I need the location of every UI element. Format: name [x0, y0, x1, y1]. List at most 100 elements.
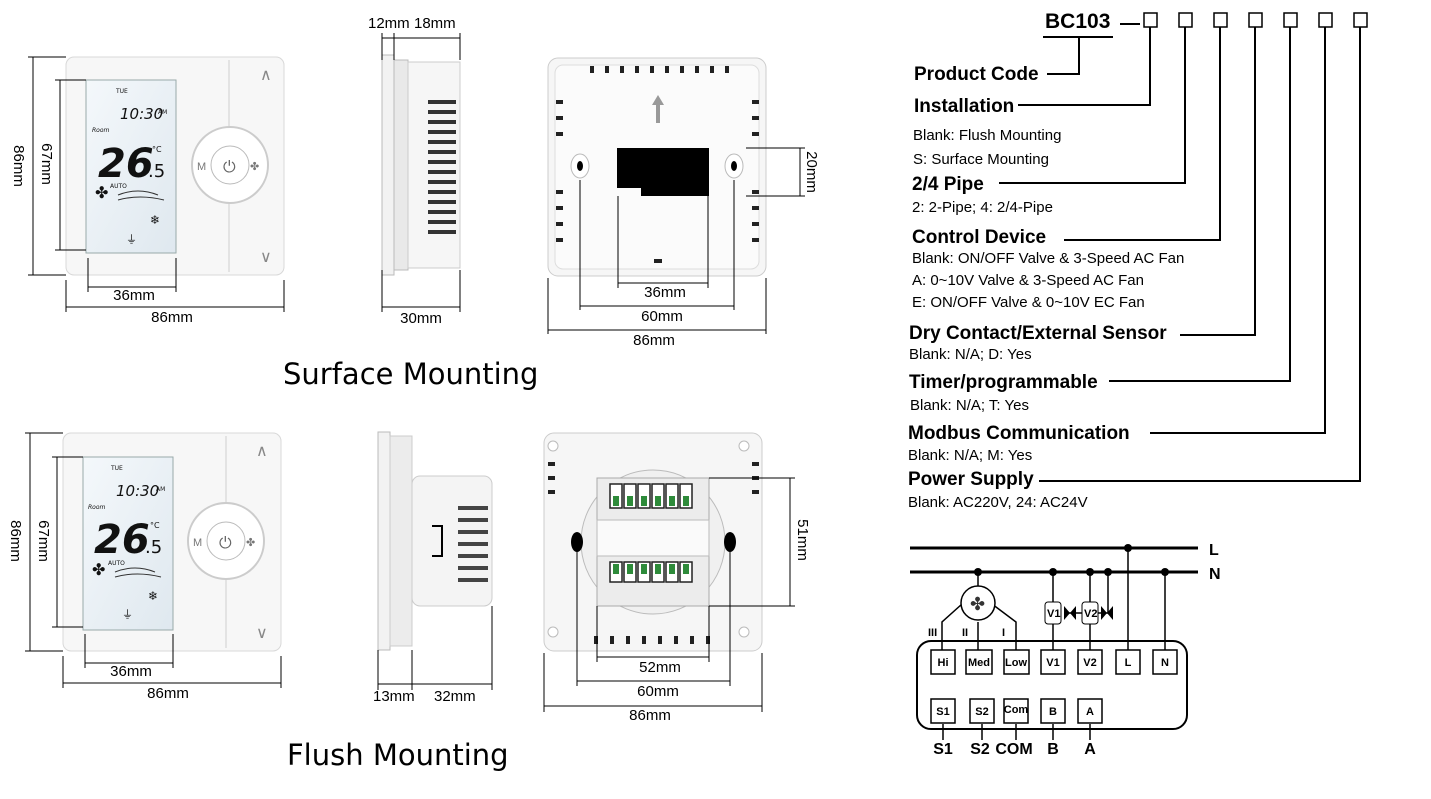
lcd-room: Room [92, 127, 110, 134]
terminal-label: S2 [975, 706, 988, 718]
surface-front-view: TUE 10:30 AM Room 26 .5 °C ✤ AUTO ❄ ⏚ ⏻ … [10, 56, 285, 326]
down-arrow-icon: ∨ [260, 249, 272, 266]
valve-icon: ⏚ [126, 233, 137, 246]
dim-outer: 86mm [633, 332, 675, 349]
dim-depth: 30mm [400, 310, 442, 327]
svg-text:86mm: 86mm [147, 685, 189, 702]
terminal-label: A [1086, 706, 1094, 718]
svg-text:TUE: TUE [110, 465, 123, 472]
line-l-label: L [1209, 542, 1219, 559]
dim-top-a: 12mm [368, 15, 410, 32]
section-title: Control Device [912, 227, 1046, 248]
section-title: Modbus Communication [908, 423, 1130, 444]
section-title: Timer/programmable [909, 372, 1098, 393]
svg-text:AUTO: AUTO [108, 560, 125, 567]
svg-text:86mm: 86mm [7, 520, 24, 562]
section-title: Dry Contact/External Sensor [909, 323, 1167, 344]
surface-back-view: 20mm 36mm 60mm 86mm [547, 57, 820, 349]
down-arrow-icon: ∨ [256, 625, 268, 642]
up-arrow-icon: ∧ [256, 443, 268, 460]
svg-text:13mm: 13mm [373, 688, 415, 705]
dim-width-outer: 86mm [151, 309, 193, 326]
snowflake-icon: ❄ [148, 589, 158, 603]
surface-side-view: 12mm 18mm 30mm [368, 15, 461, 327]
terminal-label: Med [968, 657, 990, 669]
valve-label: V2 [1084, 608, 1097, 620]
svg-text:Blank: N/A; D: Yes: Blank: N/A; D: Yes [909, 346, 1032, 363]
up-arrow-icon: ∧ [260, 67, 272, 84]
fan-icon: ✤ [92, 560, 105, 579]
lcd-unit: °C [152, 145, 162, 154]
svg-text:Blank: Flush Mounting: Blank: Flush Mounting [913, 127, 1061, 144]
fan-icon: ✤ [95, 183, 108, 202]
dim-width-screen: 36mm [113, 287, 155, 304]
lcd-time: 10:30 [120, 105, 163, 123]
dim-height-screen: 67mm [38, 143, 55, 185]
terminal-label: N [1161, 657, 1169, 669]
svg-text:60mm: 60mm [637, 683, 679, 700]
valve-icon: ⏚ [122, 608, 133, 621]
mode-button-label: M [197, 161, 206, 173]
model-code: BC103 [1045, 10, 1110, 33]
terminal-label: B [1049, 706, 1057, 718]
svg-text:Blank: ON/OFF Valve & 3-Speed: Blank: ON/OFF Valve & 3-Speed AC Fan [912, 250, 1184, 267]
svg-text:26: 26 [94, 517, 150, 563]
lcd-mode: AUTO [110, 183, 127, 190]
svg-text:S: Surface Mounting: S: Surface Mounting [913, 151, 1049, 168]
power-icon: ⏻ [219, 535, 232, 552]
svg-text:A: 0~10V Valve & 3-Speed AC Fa: A: 0~10V Valve & 3-Speed AC Fan [912, 272, 1144, 289]
valve-label: V1 [1047, 608, 1060, 620]
svg-text:°C: °C [150, 521, 160, 530]
svg-text:M: M [193, 537, 202, 549]
fan-button-icon: ✤ [246, 537, 255, 549]
wire-label: B [1047, 741, 1059, 758]
svg-text:2: 2-Pipe; 4: 2/4-Pipe: 2: 2-Pipe; 4: 2/4-Pipe [912, 199, 1053, 216]
speed-label: III [928, 627, 937, 639]
dim-mid: 60mm [641, 308, 683, 325]
wire-label: COM [995, 741, 1032, 758]
fan-motor-icon [960, 585, 996, 621]
lcd-temp-decimal: .5 [148, 161, 165, 182]
svg-text:36mm: 36mm [110, 663, 152, 680]
terminal-label: Low [1005, 657, 1027, 669]
wire-label: S1 [933, 741, 953, 758]
product-code-legend: BC103 Product Code Installation Blank: F… [908, 10, 1368, 511]
section-title: 2/4 Pipe [912, 174, 984, 195]
svg-text:✤: ✤ [970, 594, 985, 614]
terminal-label: Hi [938, 657, 949, 669]
svg-text:.5: .5 [145, 537, 162, 558]
fan-button-icon: ✤ [250, 161, 259, 173]
dim-hole: 20mm [803, 151, 820, 193]
wiring-diagram: L N ✤ III II I V1 V2 [910, 542, 1221, 758]
line-n-label: N [1209, 566, 1221, 583]
terminal-label: S1 [936, 706, 949, 718]
speed-label: I [1002, 627, 1005, 639]
svg-text:Room: Room [88, 504, 106, 511]
valve-icon [1064, 606, 1076, 620]
svg-text:Blank: N/A; M: Yes: Blank: N/A; M: Yes [908, 447, 1032, 464]
lcd-day: TUE [115, 88, 128, 95]
flush-caption: Flush Mounting [287, 738, 509, 772]
svg-text:52mm: 52mm [639, 659, 681, 676]
lcd-ampm: AM [158, 109, 167, 116]
valve-icon [1101, 606, 1113, 620]
terminal-label: V2 [1083, 657, 1096, 669]
svg-text:51mm: 51mm [794, 519, 811, 561]
flush-side-view: 13mm 32mm [373, 431, 493, 705]
flush-back-view: 51mm 52mm 60mm 86mm [543, 432, 811, 724]
terminal-label: L [1125, 657, 1132, 669]
dim-height-outer: 86mm [10, 145, 27, 187]
svg-text:86mm: 86mm [629, 707, 671, 724]
svg-text:32mm: 32mm [434, 688, 476, 705]
power-icon: ⏻ [223, 159, 236, 176]
svg-text:Blank: AC220V, 24: AC24V: Blank: AC220V, 24: AC24V [908, 494, 1088, 511]
svg-text:Blank: N/A; T: Yes: Blank: N/A; T: Yes [910, 397, 1029, 414]
terminal-label: Com [1004, 704, 1029, 716]
terminal-label: V1 [1046, 657, 1059, 669]
svg-text:E: ON/OFF Valve & 0~10V EC Fan: E: ON/OFF Valve & 0~10V EC Fan [912, 294, 1145, 311]
wire-label: A [1084, 741, 1096, 758]
lcd-temp: 26 [98, 141, 154, 187]
dim-inner: 36mm [644, 284, 686, 301]
svg-text:67mm: 67mm [35, 520, 52, 562]
